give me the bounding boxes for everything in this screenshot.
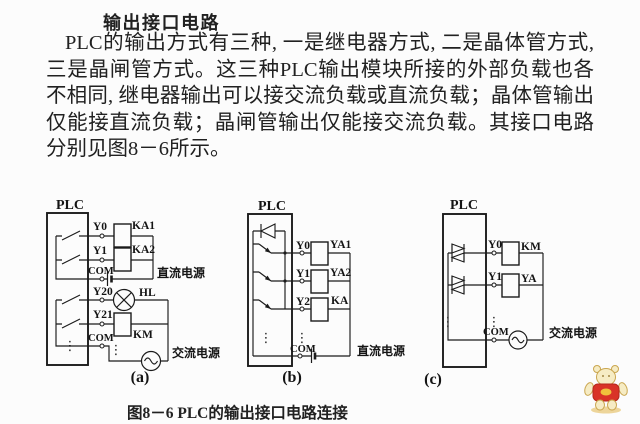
continuation-dots: ⋮ <box>260 331 273 346</box>
triac-symbols <box>450 243 466 295</box>
figure-caption: 图8－6 PLC的输出接口电路连接 <box>127 405 348 422</box>
continuation-dots: ⋮ <box>296 331 309 346</box>
terminal-label-com1: COM <box>88 266 114 277</box>
coil-ka1 <box>113 223 132 248</box>
load-label-ka2: KA2 <box>132 244 155 256</box>
terminal-label-y1: Y1 <box>93 245 107 257</box>
terminal-com2 <box>99 343 105 349</box>
plc-label: PLC <box>56 198 84 213</box>
plc-box <box>247 213 293 367</box>
ac-supply-label: 交流电源 <box>549 325 597 340</box>
page-title: 输出接口电路 <box>103 13 220 33</box>
ac-supply-label: 交流电源 <box>172 345 220 360</box>
ac-source-symbol <box>508 330 528 350</box>
junction-dot <box>283 279 287 283</box>
coil-ya <box>501 273 520 298</box>
load-label-ya2: YA2 <box>330 267 352 279</box>
subfigure-label-b: (b) <box>282 369 302 386</box>
plc-label: PLC <box>258 199 286 214</box>
terminal-com <box>491 337 497 343</box>
article-body: PLC的输出方式有三种, 一是继电器方式, 二是晶体管方式, 三是晶闸管方式。这… <box>46 32 594 160</box>
subfigure-label-c: (c) <box>424 371 442 388</box>
dc-supply-label: 直流电源 <box>157 265 205 280</box>
load-label-ka1: KA1 <box>132 220 155 232</box>
wiring <box>447 252 544 341</box>
plc-box <box>442 213 487 368</box>
plc-label: PLC <box>450 198 478 213</box>
terminal-y0 <box>99 233 105 239</box>
plc-box <box>46 212 89 366</box>
diagram-a: PLC <box>46 198 220 386</box>
terminal-y1 <box>99 257 105 263</box>
terminal-y20 <box>99 297 105 303</box>
transistor-symbols <box>258 243 272 310</box>
terminal-y1 <box>299 278 305 284</box>
diagram-b: PLC <box>247 199 405 386</box>
terminal-y2 <box>299 306 305 312</box>
watermark-mascot-icon <box>584 365 628 414</box>
terminal-label-y21: Y21 <box>93 309 113 321</box>
coil-ka <box>310 297 329 322</box>
lamp-hl-symbol <box>112 288 136 312</box>
ac-source-symbol <box>140 350 162 372</box>
terminal-y1 <box>491 282 497 288</box>
junction-dot <box>283 251 287 255</box>
coil-km <box>501 241 520 266</box>
terminal-label-y1: Y1 <box>488 271 502 283</box>
terminal-label-y0: Y0 <box>296 240 310 252</box>
load-label-ka: KA <box>331 295 349 307</box>
terminal-label-y0: Y0 <box>488 239 502 251</box>
terminal-label-y1: Y1 <box>296 268 310 280</box>
terminal-com <box>297 353 303 359</box>
diode-symbol <box>259 223 276 239</box>
terminal-label-y0: Y0 <box>93 221 107 233</box>
diagram-c: PLC Y0 <box>424 198 597 388</box>
terminal-com1 <box>99 276 105 282</box>
battery-symbol <box>310 349 317 363</box>
load-label-ya: YA <box>521 273 537 285</box>
terminal-label-y20: Y20 <box>93 286 113 298</box>
load-label-km: KM <box>521 241 541 253</box>
coil-ya2 <box>310 269 329 294</box>
terminal-label-com: COM <box>290 344 316 355</box>
terminal-label-y2: Y2 <box>296 296 310 308</box>
load-label-km: KM <box>133 329 153 341</box>
continuation-dots: ⋮ <box>64 339 77 354</box>
continuation-dots: ⋮ <box>488 315 501 330</box>
terminal-y0 <box>491 250 497 256</box>
load-label-hl: HL <box>139 287 156 299</box>
continuation-dots: ⋮ <box>442 315 455 330</box>
terminal-y21 <box>99 321 105 327</box>
terminal-label-com: COM <box>483 327 509 338</box>
coil-km <box>113 312 132 337</box>
figure-8-6: PLC <box>46 198 597 388</box>
continuation-dots: ⋮ <box>110 343 123 358</box>
dc-supply-label: 直流电源 <box>357 343 405 358</box>
terminal-label-com2: COM <box>88 333 114 344</box>
relay-contact-blades <box>61 230 81 329</box>
coil-ka2 <box>113 247 132 272</box>
terminal-y0 <box>299 250 305 256</box>
battery-symbol <box>106 272 113 286</box>
load-label-ya1: YA1 <box>330 239 352 251</box>
subfigure-label-a: (a) <box>131 369 150 386</box>
wiring <box>55 235 169 362</box>
coil-ya1 <box>310 241 329 266</box>
